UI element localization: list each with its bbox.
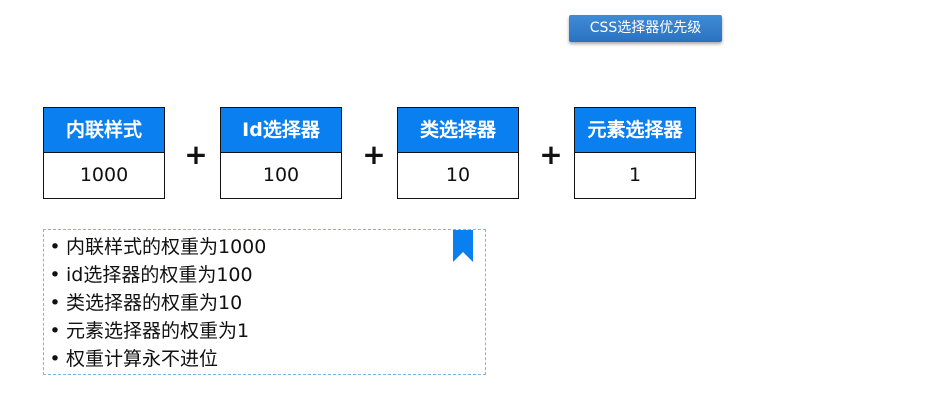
plus-operator-2: + [362,138,386,171]
note-item: •id选择器的权重为100 [44,261,266,289]
note-item: •类选择器的权重为10 [44,289,266,317]
inline-style-box: 内联样式 1000 [43,107,165,199]
id-selector-value: 100 [262,164,300,186]
element-selector-value: 1 [628,164,642,186]
id-selector-box: Id选择器 100 [220,107,342,199]
page-title: CSS选择器优先级 [569,15,722,42]
plus-operator-1: + [184,138,208,171]
note-text: 权重计算永不进位 [66,348,219,370]
inline-style-value: 1000 [79,164,129,186]
element-selector-label: 元素选择器 [575,108,695,153]
bullet: • [49,320,61,342]
note-text: 类选择器的权重为10 [66,292,243,314]
note-item: •内联样式的权重为1000 [44,233,266,261]
note-item: •权重计算永不进位 [44,345,266,373]
note-text: 元素选择器的权重为1 [66,320,250,342]
notes-list: •内联样式的权重为1000 •id选择器的权重为100 •类选择器的权重为10 … [44,233,266,373]
bullet: • [49,236,61,258]
plus-operator-3: + [539,138,563,171]
id-selector-label: Id选择器 [221,108,341,153]
bullet: • [49,264,61,286]
note-item: •元素选择器的权重为1 [44,317,266,345]
bullet: • [49,292,61,314]
note-text: id选择器的权重为100 [66,264,253,286]
bullet: • [49,348,61,370]
element-selector-box: 元素选择器 1 [574,107,696,199]
class-selector-label: 类选择器 [398,108,518,153]
inline-style-label: 内联样式 [44,108,164,153]
note-text: 内联样式的权重为1000 [66,236,267,258]
bookmark-icon [453,230,473,262]
notes-panel: •内联样式的权重为1000 •id选择器的权重为100 •类选择器的权重为10 … [43,229,486,375]
class-selector-box: 类选择器 10 [397,107,519,199]
class-selector-value: 10 [445,164,471,186]
